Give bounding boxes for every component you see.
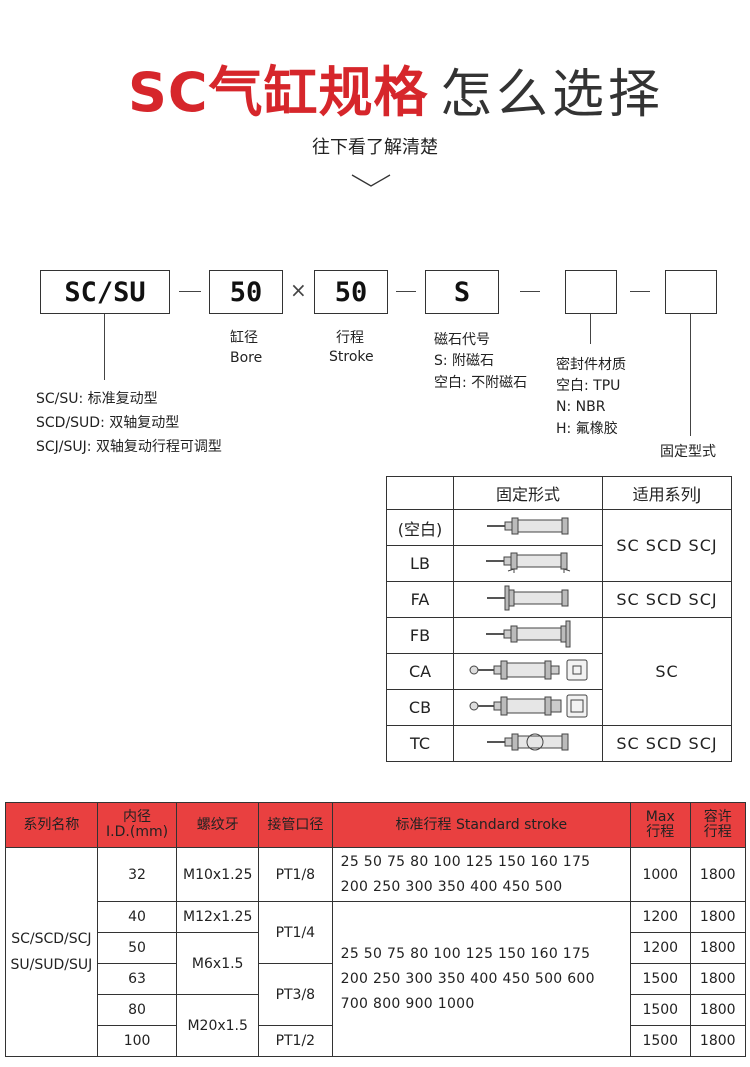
code-box-mount [665, 270, 717, 314]
header-series: 系列名称 [5, 802, 98, 848]
thread-value: M6x1.5 [176, 932, 260, 995]
mount-code: FA [386, 581, 454, 618]
subtitle: 往下看了解清楚 [312, 137, 438, 158]
bore-value: 32 [96, 847, 178, 902]
rear-flange-cylinder-icon [453, 617, 603, 654]
foot-mount-cylinder-icon [453, 545, 603, 582]
mount-code: CB [386, 689, 454, 726]
port-value: PT3/8 [258, 963, 333, 1026]
seal-tpu: 空白: TPU [556, 378, 621, 394]
series-sc: SC/SU: 标准复动型 [36, 391, 158, 407]
mount-code: LB [386, 545, 454, 582]
chevron-down-icon [351, 174, 391, 187]
title-grey: 怎么选择 [440, 65, 665, 125]
bore-value: 63 [96, 963, 178, 995]
allow-stroke: 1800 [689, 847, 746, 902]
header-port: 接管口径 [258, 802, 333, 848]
thread-value: M10x1.25 [176, 847, 260, 902]
mount-series: SC SCD SCJ [602, 725, 732, 762]
bore-label-en: Bore [230, 350, 263, 366]
times-sign: × [290, 278, 307, 302]
front-flange-cylinder-icon [453, 581, 603, 618]
mount-table: 固定形式 适用系列J (空白) SC SCD SCJ LB FA SC SCD … [386, 476, 732, 762]
code-box-series: SC/SU [40, 270, 170, 314]
max-stroke: 1500 [630, 963, 691, 995]
port-value: PT1/4 [258, 901, 333, 964]
seal-title: 密封件材质 [556, 357, 626, 373]
mount-header-empty [386, 476, 454, 510]
mount-code: FB [386, 617, 454, 654]
allow-stroke: 1800 [689, 901, 746, 933]
mount-type-label: 固定型式 [660, 444, 716, 460]
dash [520, 291, 540, 292]
bore-label-cn: 缸径 [230, 330, 258, 346]
stroke-label-cn: 行程 [336, 330, 364, 346]
magnet-none: 空白: 不附磁石 [434, 375, 528, 391]
bore-value: 80 [96, 994, 178, 1026]
max-stroke: 1500 [630, 994, 691, 1026]
magnet-title: 磁石代号 [434, 332, 490, 348]
leader-line [590, 314, 591, 344]
bore-value: 40 [96, 901, 178, 933]
mount-header-series: 适用系列J [602, 476, 732, 510]
bore-value: 50 [96, 932, 178, 964]
magnet-s: S: 附磁石 [434, 353, 495, 369]
dash [630, 291, 650, 292]
bore-value: 100 [96, 1025, 178, 1057]
seal-fkm: H: 氟橡胶 [556, 421, 618, 437]
code-box-magnet: S [425, 270, 499, 314]
mount-code: (空白) [386, 509, 454, 546]
max-stroke: 1200 [630, 901, 691, 933]
port-value: PT1/2 [258, 1025, 333, 1057]
leader-line [104, 314, 105, 380]
trunnion-cylinder-icon [453, 725, 603, 762]
mount-header-form: 固定形式 [453, 476, 603, 510]
stroke-label-en: Stroke [329, 349, 374, 365]
allow-stroke: 1800 [689, 1025, 746, 1057]
max-stroke: 1000 [630, 847, 691, 902]
max-stroke: 1500 [630, 1025, 691, 1057]
mount-series: SC SCD SCJ [602, 581, 732, 618]
mount-code: TC [386, 725, 454, 762]
header-thread: 螺纹牙 [176, 802, 260, 848]
mount-series: SC SCD SCJ [602, 509, 732, 582]
series-scj: SCJ/SUJ: 双轴复动行程可调型 [36, 439, 222, 455]
dash [179, 291, 201, 292]
mount-series: SC [602, 617, 732, 726]
code-box-bore: 50 [209, 270, 283, 314]
single-clevis-cylinder-icon [453, 653, 603, 690]
code-box-stroke: 50 [314, 270, 388, 314]
double-clevis-cylinder-icon [453, 689, 603, 726]
code-box-seal [565, 270, 617, 314]
thread-value: M12x1.25 [176, 901, 260, 933]
header-allow: 容许行程 [689, 802, 746, 848]
series-scd: SCD/SUD: 双轴复动型 [36, 415, 180, 431]
seal-nbr: N: NBR [556, 399, 606, 415]
leader-line [690, 314, 691, 436]
thread-value: M20x1.5 [176, 994, 260, 1057]
title-red: SC气缸规格 [128, 61, 429, 124]
port-value: PT1/8 [258, 847, 333, 902]
allow-stroke: 1800 [689, 963, 746, 995]
header-stroke: 标准行程 Standard stroke [331, 802, 632, 848]
max-stroke: 1200 [630, 932, 691, 964]
allow-stroke: 1800 [689, 932, 746, 964]
dash [396, 291, 416, 292]
basic-cylinder-icon [453, 509, 603, 546]
mount-code: CA [386, 653, 454, 690]
allow-stroke: 1800 [689, 994, 746, 1026]
